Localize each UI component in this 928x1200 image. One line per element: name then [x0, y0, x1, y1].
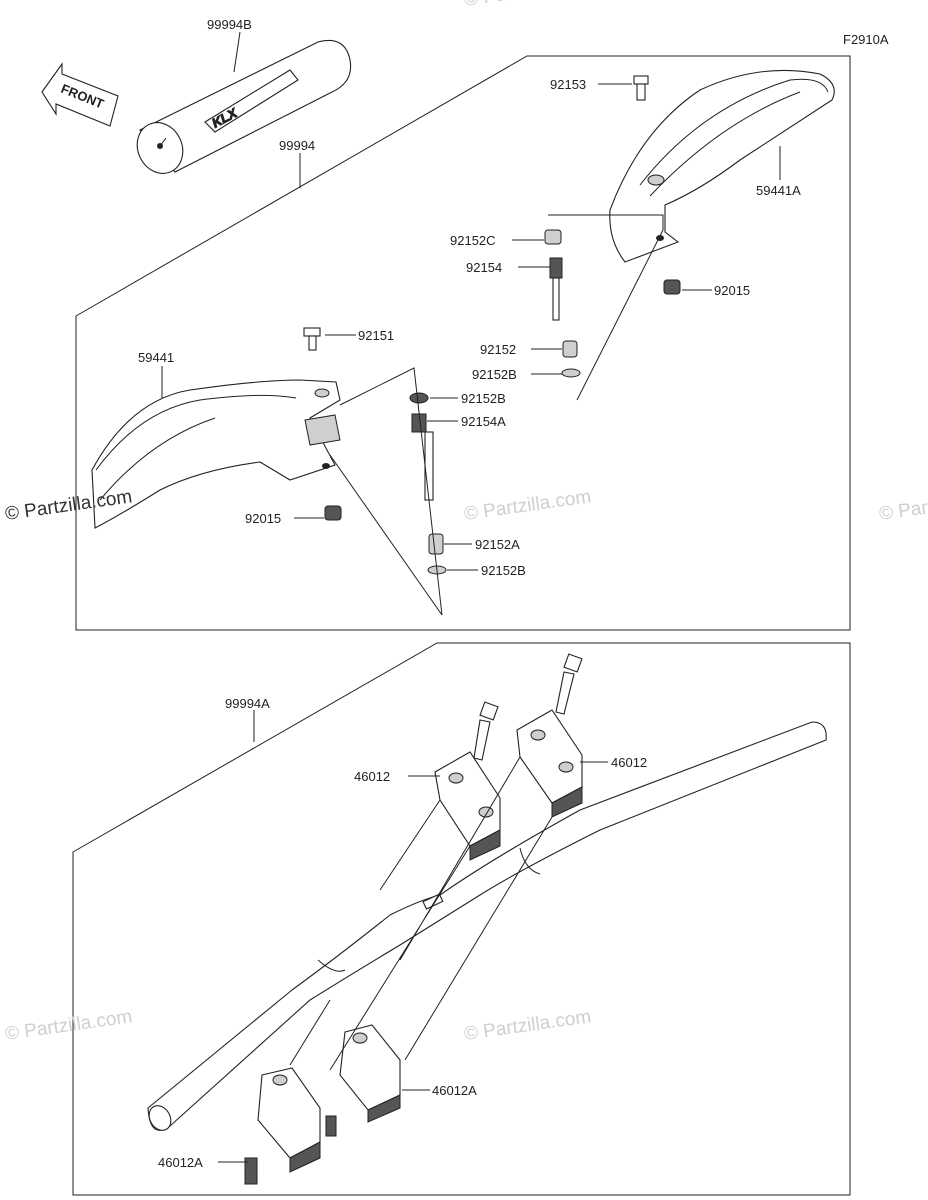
label-92015-top: 92015 — [714, 283, 750, 298]
clamp-46012-left — [434, 751, 501, 861]
clamp-46012a-left — [244, 1067, 321, 1185]
leader-lines — [161, 31, 781, 1163]
handlebar-pad-99994b: KLX — [136, 39, 352, 174]
front-arrow: FRONT — [41, 62, 119, 127]
watermark-3: © Partzilla.com — [4, 1006, 134, 1045]
label-92152: 92152 — [480, 342, 516, 357]
assembly-lines-handlebar — [289, 756, 553, 1071]
figure-code: F2910A — [843, 32, 889, 47]
assembly-line-right — [548, 214, 664, 401]
label-99994b: 99994B — [207, 17, 252, 32]
label-92152a: 92152A — [475, 537, 520, 552]
collar-92152 — [562, 340, 578, 358]
bolt-clamp-right — [555, 653, 583, 715]
label-92152b-1: 92152B — [472, 367, 517, 382]
label-59441: 59441 — [138, 350, 174, 365]
nut-92015-top — [663, 279, 681, 295]
collar-92152a — [428, 533, 444, 555]
label-92153: 92153 — [550, 77, 586, 92]
watermark-4: © Partzilla.com — [463, 1006, 593, 1045]
section-frame-hand-guards — [75, 55, 851, 631]
washer-92152b-top — [561, 368, 581, 378]
label-92152c: 92152C — [450, 233, 496, 248]
label-46012-right: 46012 — [611, 755, 647, 770]
label-92015-left: 92015 — [245, 511, 281, 526]
label-46012a-right: 46012A — [432, 1083, 477, 1098]
label-92154: 92154 — [466, 260, 502, 275]
label-92151: 92151 — [358, 328, 394, 343]
section-frame-handlebar — [72, 642, 851, 1196]
label-92152b-2: 92152B — [461, 391, 506, 406]
clamp-46012a-right — [325, 1024, 401, 1137]
label-46012-left: 46012 — [354, 769, 390, 784]
label-99994: 99994 — [279, 138, 315, 153]
bolt-92153 — [633, 75, 649, 101]
label-99994a: 99994A — [225, 696, 270, 711]
watermark-2: © Partzilla.com — [463, 486, 593, 525]
label-59441a: 59441A — [756, 183, 801, 198]
bolt-92154 — [549, 257, 563, 321]
washer-92152b-mid — [409, 392, 429, 404]
label-92154a: 92154A — [461, 414, 506, 429]
watermark-5: © Partzilla.com — [463, 0, 593, 11]
bolt-92154a — [411, 413, 434, 501]
collar-92152c — [544, 229, 562, 245]
watermark-6: © Partzilla.com — [878, 486, 928, 525]
watermark-1: © Partzilla.com — [4, 486, 134, 525]
label-46012a-left: 46012A — [158, 1155, 203, 1170]
nut-92015-left — [324, 505, 342, 521]
bolt-92151 — [303, 327, 321, 351]
label-92152b-3: 92152B — [481, 563, 526, 578]
bolt-clamp-left — [473, 701, 499, 761]
clamp-46012-right — [516, 709, 583, 818]
assembly-line-left — [329, 367, 443, 616]
hand-guard-59441a — [609, 69, 835, 263]
hand-guard-59441 — [91, 379, 341, 529]
